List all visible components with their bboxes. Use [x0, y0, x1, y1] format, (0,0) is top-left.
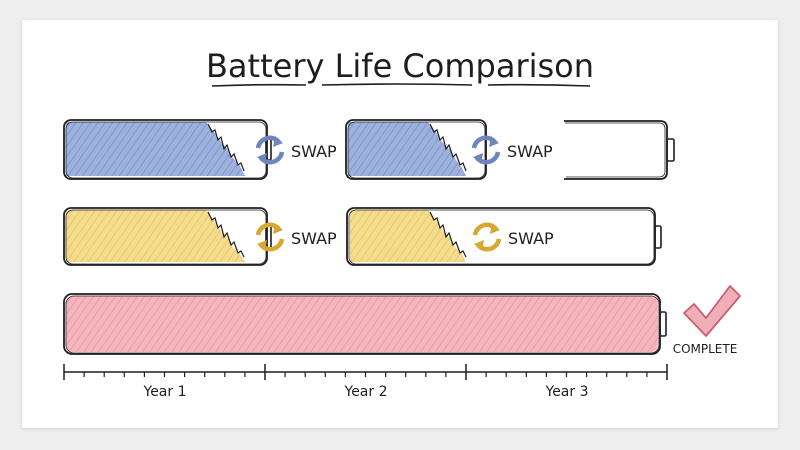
- title: Battery Life Comparison: [206, 47, 594, 85]
- yellow-battery-2: [346, 207, 662, 266]
- timeline-axis: Year 1 Year 2 Year 3: [63, 364, 668, 400]
- jagged-edge: [207, 123, 245, 172]
- battery-outline: [63, 207, 268, 266]
- battery-outline: [63, 119, 268, 180]
- year-label: Year 2: [344, 384, 388, 400]
- battery-terminal: [666, 138, 675, 162]
- battery-fill: [66, 296, 658, 352]
- swap-label: SWAP: [291, 229, 337, 248]
- year-label: Year 3: [545, 384, 589, 400]
- swap-arrows-icon: [471, 135, 501, 165]
- complete-label: COMPLETE: [673, 342, 738, 356]
- title-underline: [211, 83, 591, 87]
- battery-fill: [66, 210, 245, 262]
- battery-fill: [350, 210, 466, 262]
- battery-terminal: [265, 137, 272, 161]
- battery-fill: [348, 122, 466, 176]
- jagged-edge: [429, 211, 467, 258]
- jagged-edge: [429, 123, 467, 172]
- swap-arrows-icon: [255, 135, 285, 165]
- battery-outline: [564, 120, 668, 180]
- swap-label: SWAP: [507, 142, 553, 161]
- checkmark-icon: [683, 285, 741, 337]
- axis-ticks: [63, 364, 668, 380]
- swap-label: SWAP: [291, 142, 337, 161]
- battery-terminal: [659, 311, 667, 337]
- swap-label: SWAP: [508, 229, 554, 248]
- jagged-edge: [207, 211, 245, 258]
- swap-arrows-icon: [255, 222, 285, 252]
- battery-fill: [66, 122, 245, 176]
- pink-battery: [63, 293, 667, 355]
- empty-battery-end: [564, 120, 675, 180]
- year-label: Year 1: [143, 384, 187, 400]
- battery-terminal: [654, 225, 662, 249]
- blue-battery-1: [63, 119, 272, 180]
- swap-arrows-icon: [472, 222, 502, 252]
- blue-battery-2: [345, 119, 487, 180]
- battery-outline: [345, 119, 487, 180]
- battery-terminal: [265, 225, 272, 249]
- yellow-battery-1: [63, 207, 272, 266]
